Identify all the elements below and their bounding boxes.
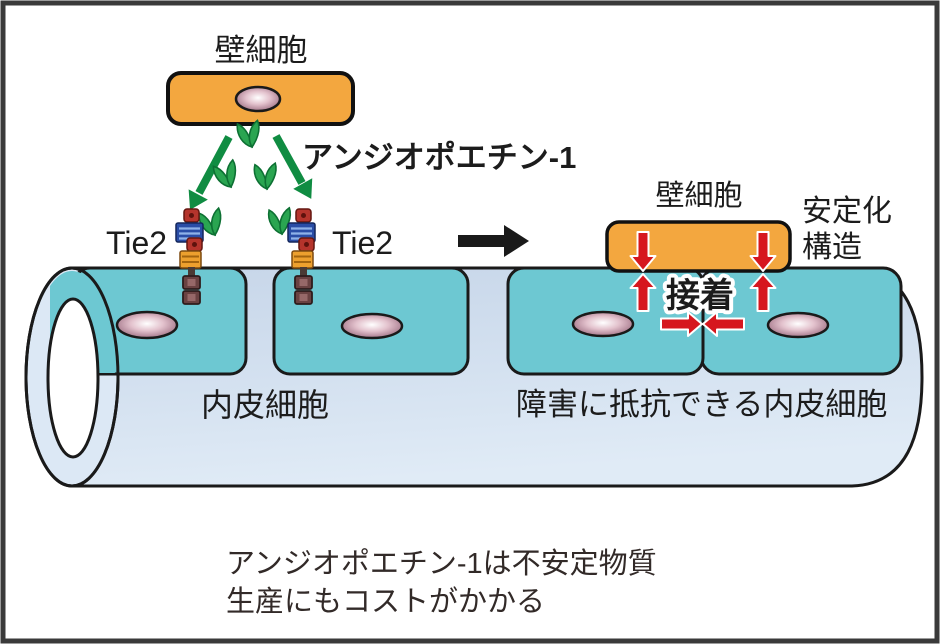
adhesion-arrows xyxy=(629,231,777,337)
tie2-label-right: Tie2 xyxy=(332,225,393,261)
red-arrow-down-1 xyxy=(629,231,657,272)
nucleus-cell-1 xyxy=(115,310,179,340)
stabilized-structure-label-line2: 構造 xyxy=(802,231,862,264)
secretion-arrow-right-shaft xyxy=(272,134,306,185)
red-arrow-right xyxy=(660,311,703,337)
endothelium-left-label: 内皮細胞 xyxy=(201,387,329,423)
endothelial-nuclei xyxy=(115,310,830,340)
secretion-arrow-right-head xyxy=(293,178,313,199)
mural-cell-top-label: 壁細胞 xyxy=(215,33,308,68)
angiopoietin-label: アンジオポエチン-1 xyxy=(302,140,576,175)
nucleus-cell-4 xyxy=(766,311,830,339)
adhesion-label: 接着 xyxy=(666,277,734,315)
secretion-arrow-left-head xyxy=(188,189,208,210)
vessel-lumen xyxy=(46,297,100,459)
red-arrow-left xyxy=(702,311,745,337)
red-arrow-down-2 xyxy=(749,231,777,272)
mural-cell-right-label: 壁細胞 xyxy=(655,179,742,212)
tie2-label-left: Tie2 xyxy=(106,225,167,261)
endothelium-right-label: 障害に抵抗できる内皮細胞 xyxy=(516,387,887,422)
vessel-opening-outline xyxy=(24,266,120,488)
caption-line-2: 生産にもコストがかかる xyxy=(226,585,545,618)
red-arrow-up-2 xyxy=(749,273,777,312)
nucleus-cell-3 xyxy=(571,310,635,338)
nucleus-cell-2 xyxy=(340,312,404,340)
red-arrow-up-1 xyxy=(629,273,657,312)
angiopoietin-arrows xyxy=(188,134,313,210)
stabilized-structure-label-line1: 安定化 xyxy=(802,195,892,228)
transition-arrow xyxy=(458,225,529,257)
secretion-arrow-left-shaft xyxy=(195,135,233,195)
caption-line-1: アンジオポエチン-1は不安定物質 xyxy=(226,547,657,580)
mural-cell-nucleus xyxy=(234,85,282,113)
